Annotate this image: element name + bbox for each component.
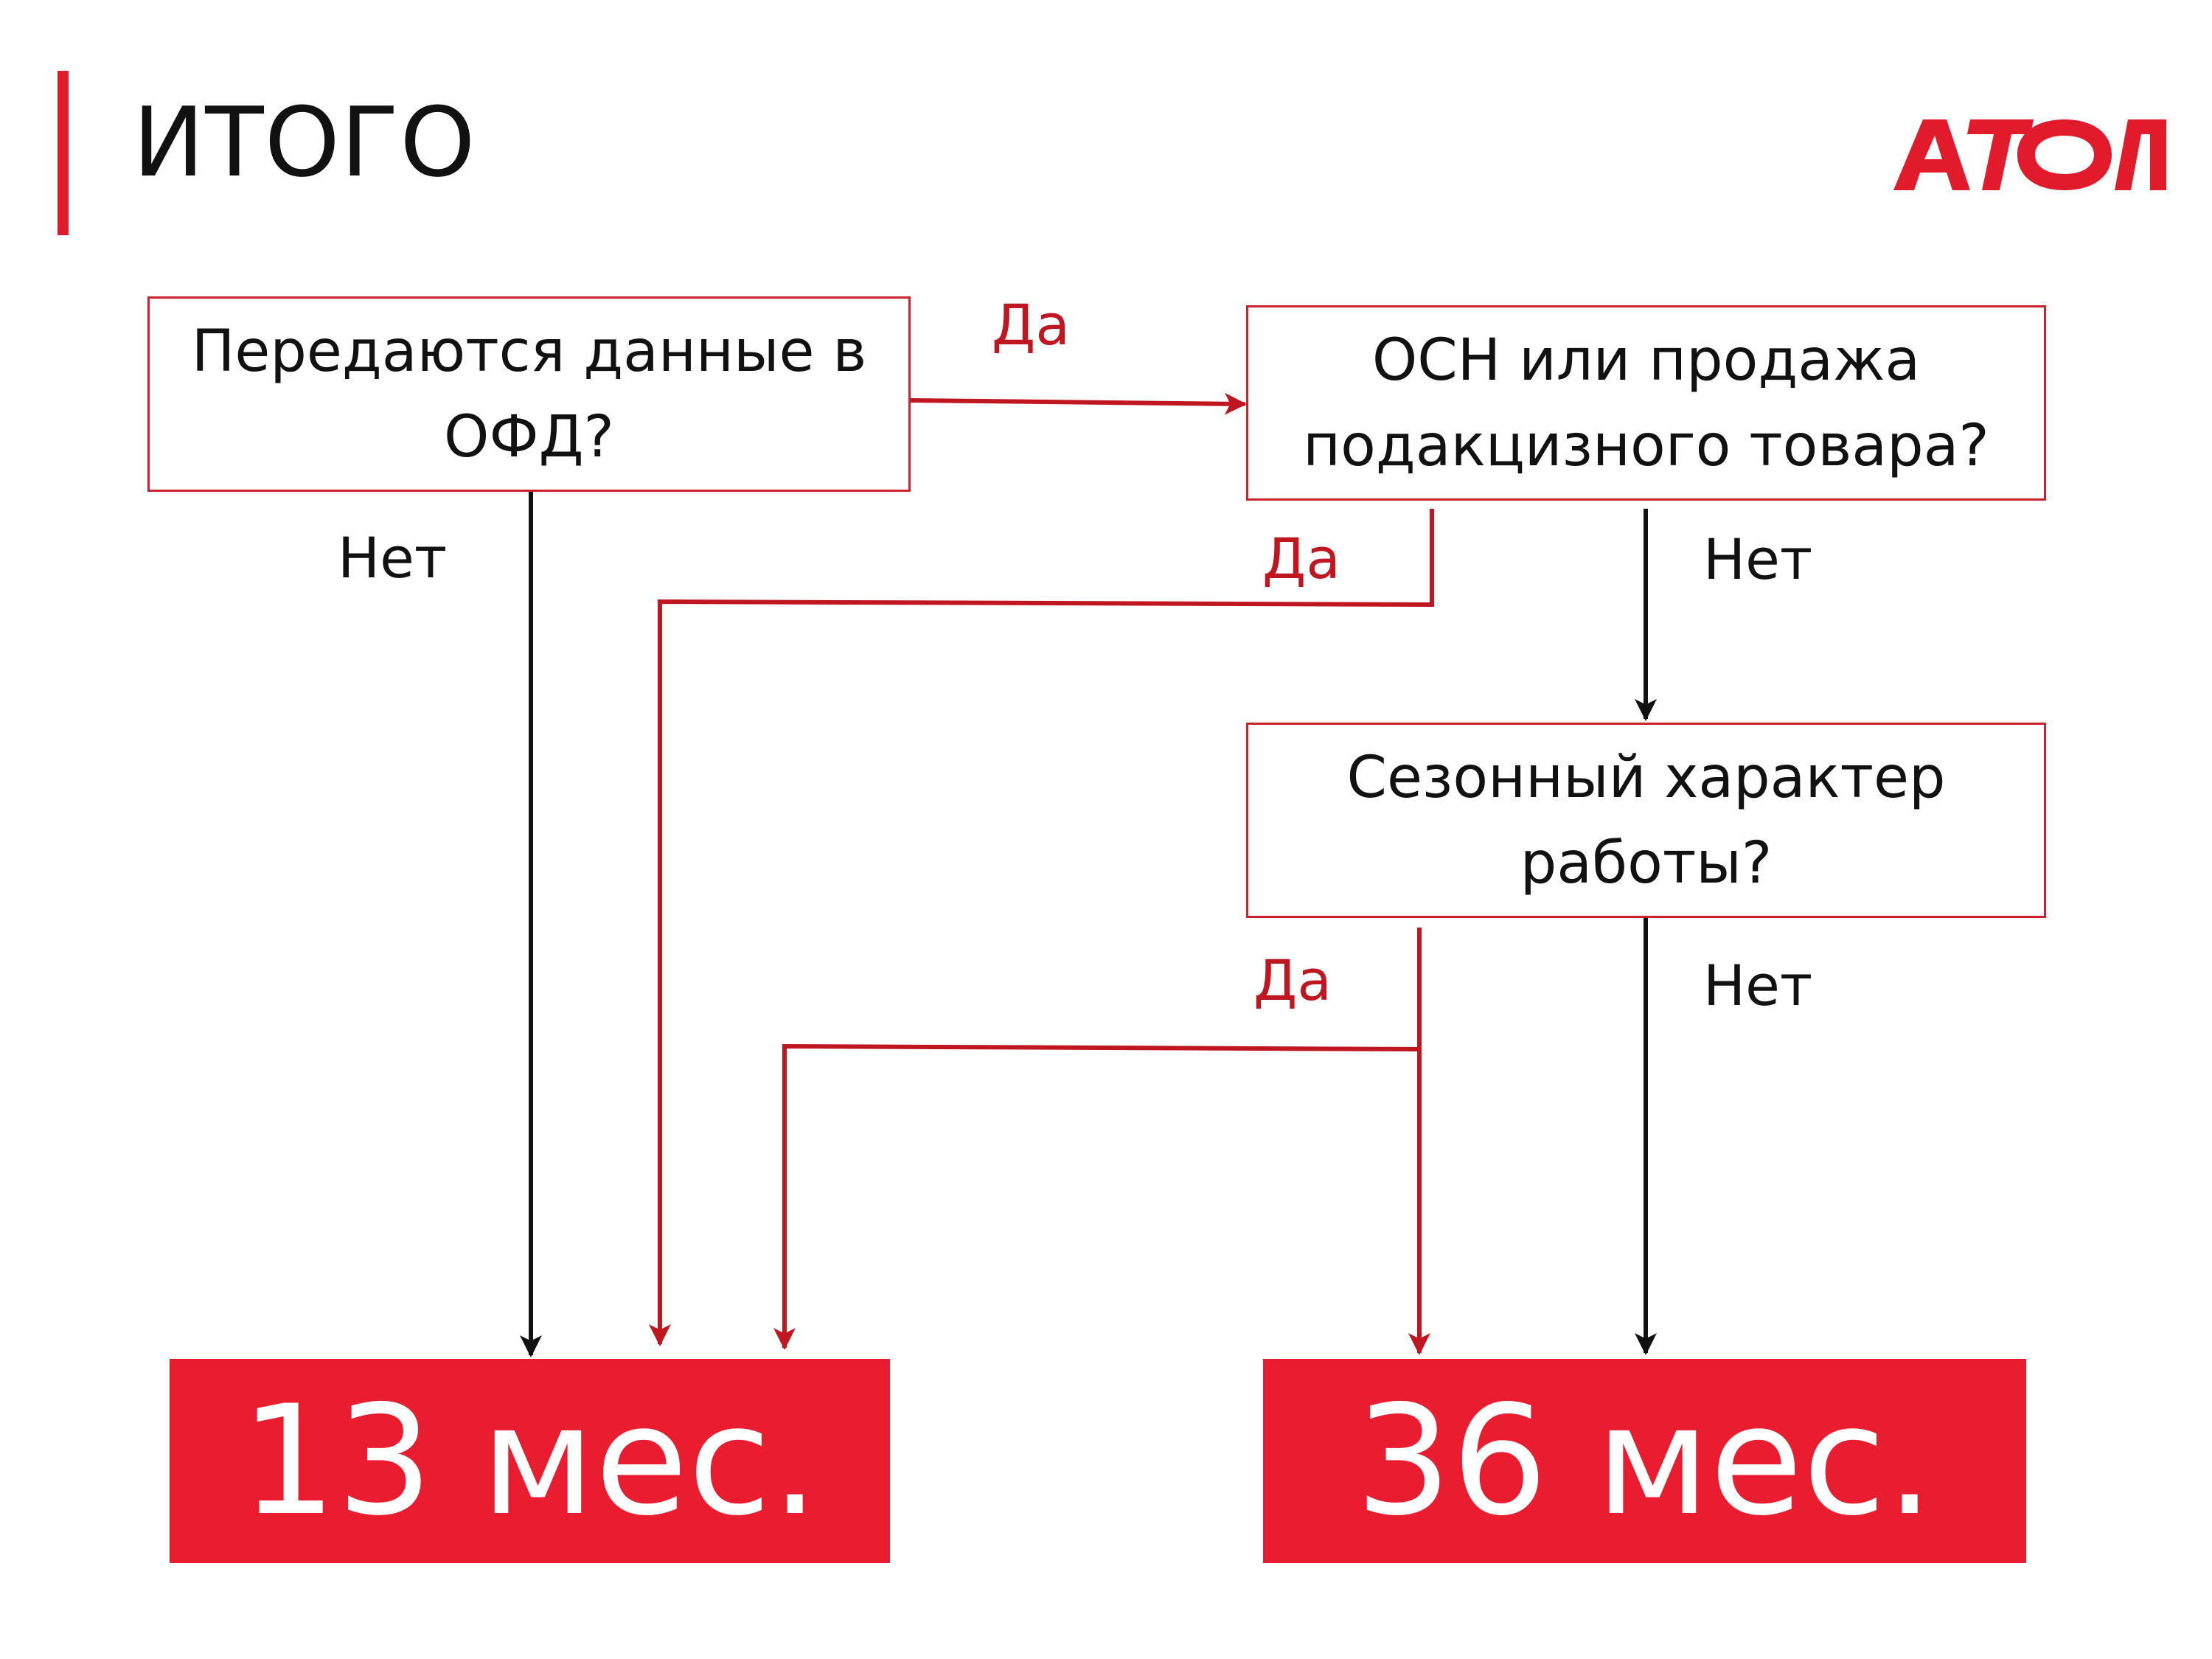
label-ofd-yes: Да: [992, 292, 1070, 358]
title-accent-bar: [58, 71, 69, 235]
decision-ofd-box: Передаются данные в ОФД?: [147, 296, 911, 492]
label-ofd-no: Нет: [338, 525, 448, 591]
decision-season-box: Сезонный характер работы?: [1246, 723, 2046, 918]
decision-ofd-text: Передаются данные в ОФД?: [191, 318, 867, 470]
label-season-no: Нет: [1703, 953, 1813, 1018]
decision-osn-box: ОСН или продажа подакцизного товара?: [1246, 305, 2046, 501]
result-13-months: 13 мес.: [170, 1359, 890, 1563]
result-13-text: 13 мес.: [240, 1373, 819, 1549]
page-title: ИТОГО: [133, 86, 476, 198]
result-36-text: 36 мес.: [1355, 1373, 1934, 1549]
arrow-ofd-yes: [910, 392, 1247, 415]
label-season-yes: Да: [1253, 947, 1332, 1013]
atol-logo: [1893, 119, 2166, 190]
label-osn-no: Нет: [1703, 526, 1813, 592]
decision-osn-text: ОСН или продажа подакцизного товара?: [1303, 327, 1989, 479]
label-osn-yes: Да: [1262, 526, 1340, 591]
arrow-osn-yes: [649, 509, 1434, 1346]
decision-season-text: Сезонный характер работы?: [1346, 744, 1946, 897]
arrow-season-yes-short: [773, 1043, 1420, 1350]
result-36-months: 36 мес.: [1263, 1359, 2026, 1563]
